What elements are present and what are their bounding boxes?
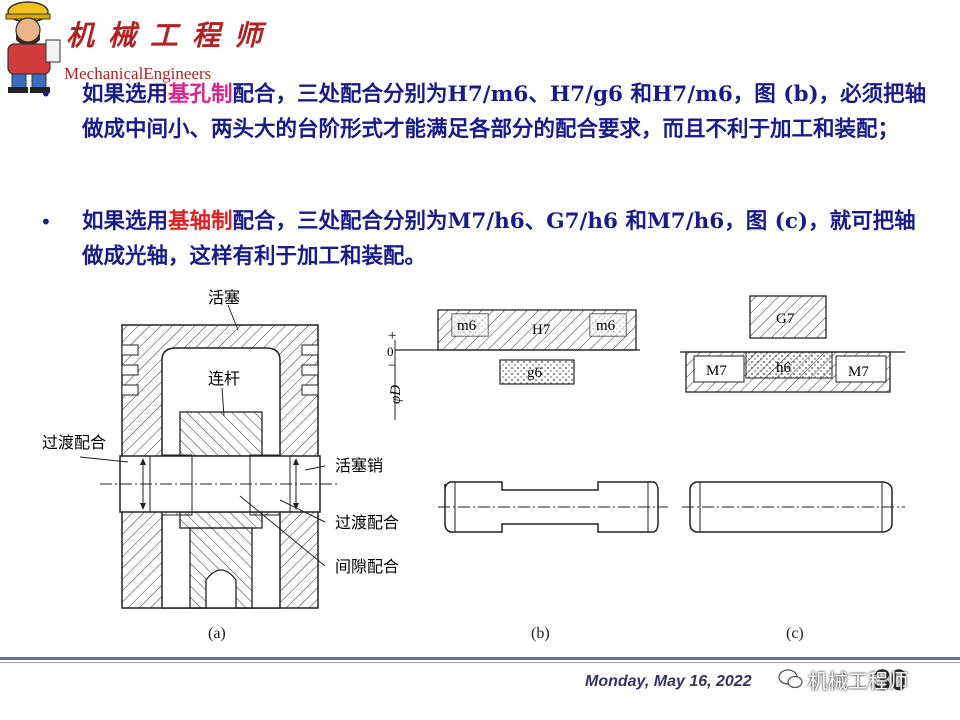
label-zero: 0 (387, 344, 394, 359)
label-connecting-rod: 连杆 (208, 370, 240, 388)
label-transition-fit-left: 过渡配合 (42, 434, 106, 452)
label-transition-fit-right: 过渡配合 (335, 514, 399, 532)
label-m6-left: m6 (457, 318, 477, 334)
logo-subtitle: MechanicalEngineers (64, 64, 212, 83)
caption-b: (b) (531, 625, 550, 642)
label-m6-right: m6 (596, 318, 616, 334)
label-piston: 活塞 (208, 289, 240, 307)
figure-a-piston (79, 304, 340, 609)
label-minus: − (388, 358, 396, 374)
label-phi-d: φD (388, 385, 404, 404)
label-g7: G7 (776, 311, 795, 327)
bullet-marker: • (40, 210, 52, 234)
label-h6: h6 (776, 360, 792, 376)
figure-c-tolerance-diagram (680, 295, 905, 533)
engineer-mascot-icon (5, 1, 61, 93)
bullet-marker: • (40, 82, 52, 106)
watermark-text: 机械工程师 (808, 669, 908, 693)
footer-date: Monday, May 16, 2022 (585, 673, 752, 690)
bullet-2-post: 配合，三处配合分别为M7/h6、G7/h6 和M7/h6，图 (c)，就可把轴做… (82, 209, 916, 269)
bullet-2-pre: 如果选用 (82, 209, 169, 234)
figure-b-tolerance-diagram (394, 309, 668, 533)
caption-a: (a) (208, 625, 226, 642)
caption-c: (c) (786, 625, 804, 642)
label-h7: H7 (532, 322, 551, 338)
bullet-1-pre: 如果选用 (82, 82, 169, 107)
label-plus: + (388, 328, 396, 344)
wechat-icon (778, 669, 803, 689)
label-piston-pin: 活塞销 (335, 457, 383, 475)
footer-divider-thin (0, 662, 960, 663)
fit-diagrams: 活塞 连杆 过渡配合 活塞销 过渡配合 间隙配合 (a) m6 H7 m6 g6… (42, 289, 905, 642)
label-m7-right: M7 (848, 364, 869, 380)
bullet-text-1: 如果选用基孔制配合，三处配合分别为H7/m6、H7/g6 和H7/m6，图 (b… (82, 77, 932, 147)
bullet-2-highlight: 基轴制 (168, 209, 233, 234)
label-g6: g6 (527, 365, 543, 381)
page-number: 30 (874, 664, 908, 697)
bullet-text-2: 如果选用基轴制配合，三处配合分别为M7/h6、G7/h6 和M7/h6，图 (c… (82, 204, 932, 274)
label-m7-left: M7 (706, 363, 727, 379)
logo-title: 机械工程师 (66, 19, 277, 52)
bullet-1-highlight: 基孔制 (168, 82, 233, 107)
label-clearance-fit: 间隙配合 (335, 558, 399, 576)
bullet-1-post: 配合，三处配合分别为H7/m6、H7/g6 和H7/m6，图 (b)，必须把轴做… (82, 82, 927, 142)
footer-divider (0, 657, 960, 660)
